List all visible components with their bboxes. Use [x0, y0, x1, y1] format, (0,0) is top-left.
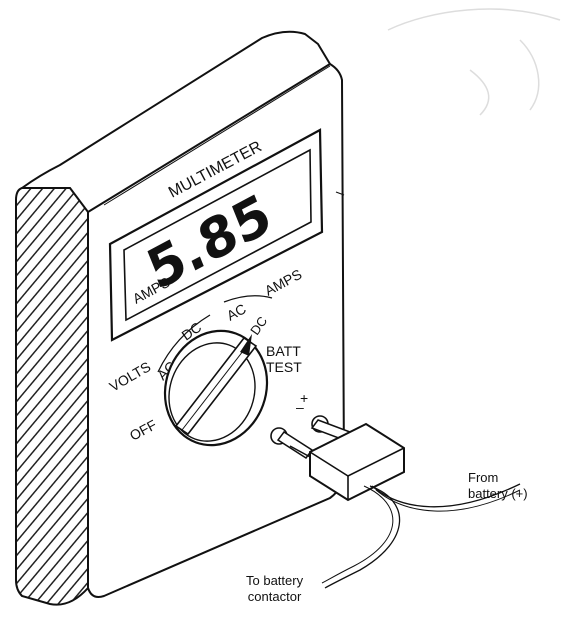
dial-label-test: TEST — [266, 359, 302, 375]
callout-to-contactor-line2: contactor — [247, 589, 302, 604]
case-edge-mark — [335, 191, 345, 196]
dial-label-batt: BATT — [266, 343, 301, 359]
rotary-selector-dial[interactable] — [149, 316, 283, 459]
background-sketch — [387, 8, 561, 116]
wire-from-battery — [371, 483, 521, 508]
callout-to-contactor: To battery contactor — [246, 573, 303, 605]
lcd-panel — [123, 148, 312, 322]
wire-to-contactor — [324, 485, 401, 589]
callout-from-battery-line1: From — [468, 470, 499, 485]
probe-connector-block[interactable] — [309, 422, 405, 502]
callout-from-battery-line2: battery (+) — [468, 486, 528, 501]
terminal-positive-label: + — [300, 390, 308, 406]
callout-from-battery: From battery (+) — [468, 470, 528, 502]
callout-to-contactor-line1: To battery — [246, 573, 304, 588]
wire-from-battery-inner — [375, 489, 521, 512]
dial-pointer-icon — [240, 334, 252, 356]
dial-arc-amps — [223, 295, 273, 303]
terminal-negative-label: – — [296, 399, 304, 415]
case-front-inner-edge — [103, 65, 331, 206]
wire-to-contactor-inner — [321, 485, 394, 584]
dial-arc-volts — [157, 314, 211, 373]
probe-prongs — [276, 419, 352, 460]
case-side — [15, 187, 89, 606]
